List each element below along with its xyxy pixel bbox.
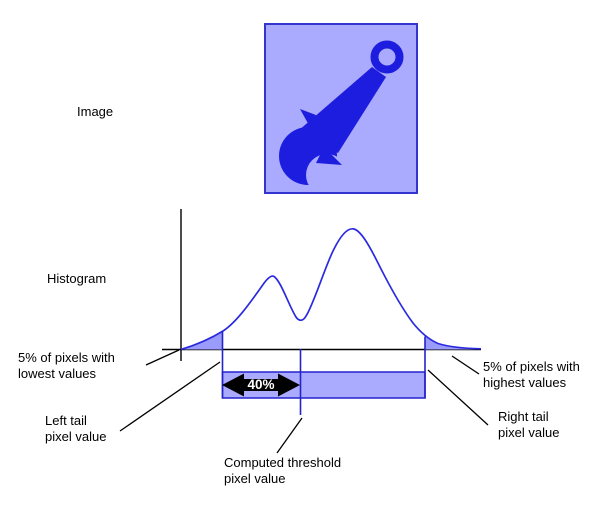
left-tail-shaded-area [181,331,223,350]
percent-span-arrow-icon [222,373,300,397]
left-tail-annotation: Left tail pixel value [45,413,107,444]
highest-values-annotation: 5% of pixels with highest values [483,359,580,390]
right-tail-annotation: Right tail pixel value [498,409,560,440]
threshold-annotation: Computed threshold pixel value [224,455,342,486]
leader-lowest-tail [145,349,180,366]
sample-image-box [264,23,418,194]
wrench-handle [298,67,386,153]
leader-right-tail [427,369,489,426]
wrench-image [279,40,404,192]
lowest-values-annotation: 5% of pixels with lowest values [18,350,115,381]
leader-threshold [276,417,303,454]
image-section-label: Image [77,104,114,119]
leader-left-tail [119,361,221,432]
histogram-curve [180,228,482,351]
wrench-ring-icon [370,40,404,74]
percent-span-value: 40% [247,377,275,392]
histogram-section-label: Histogram [47,271,107,286]
wrench-barb-upper [300,109,316,127]
wrench-barb-lower [316,147,342,165]
leader-highest-tail [451,355,480,375]
right-tail-shaded-area [425,336,481,350]
